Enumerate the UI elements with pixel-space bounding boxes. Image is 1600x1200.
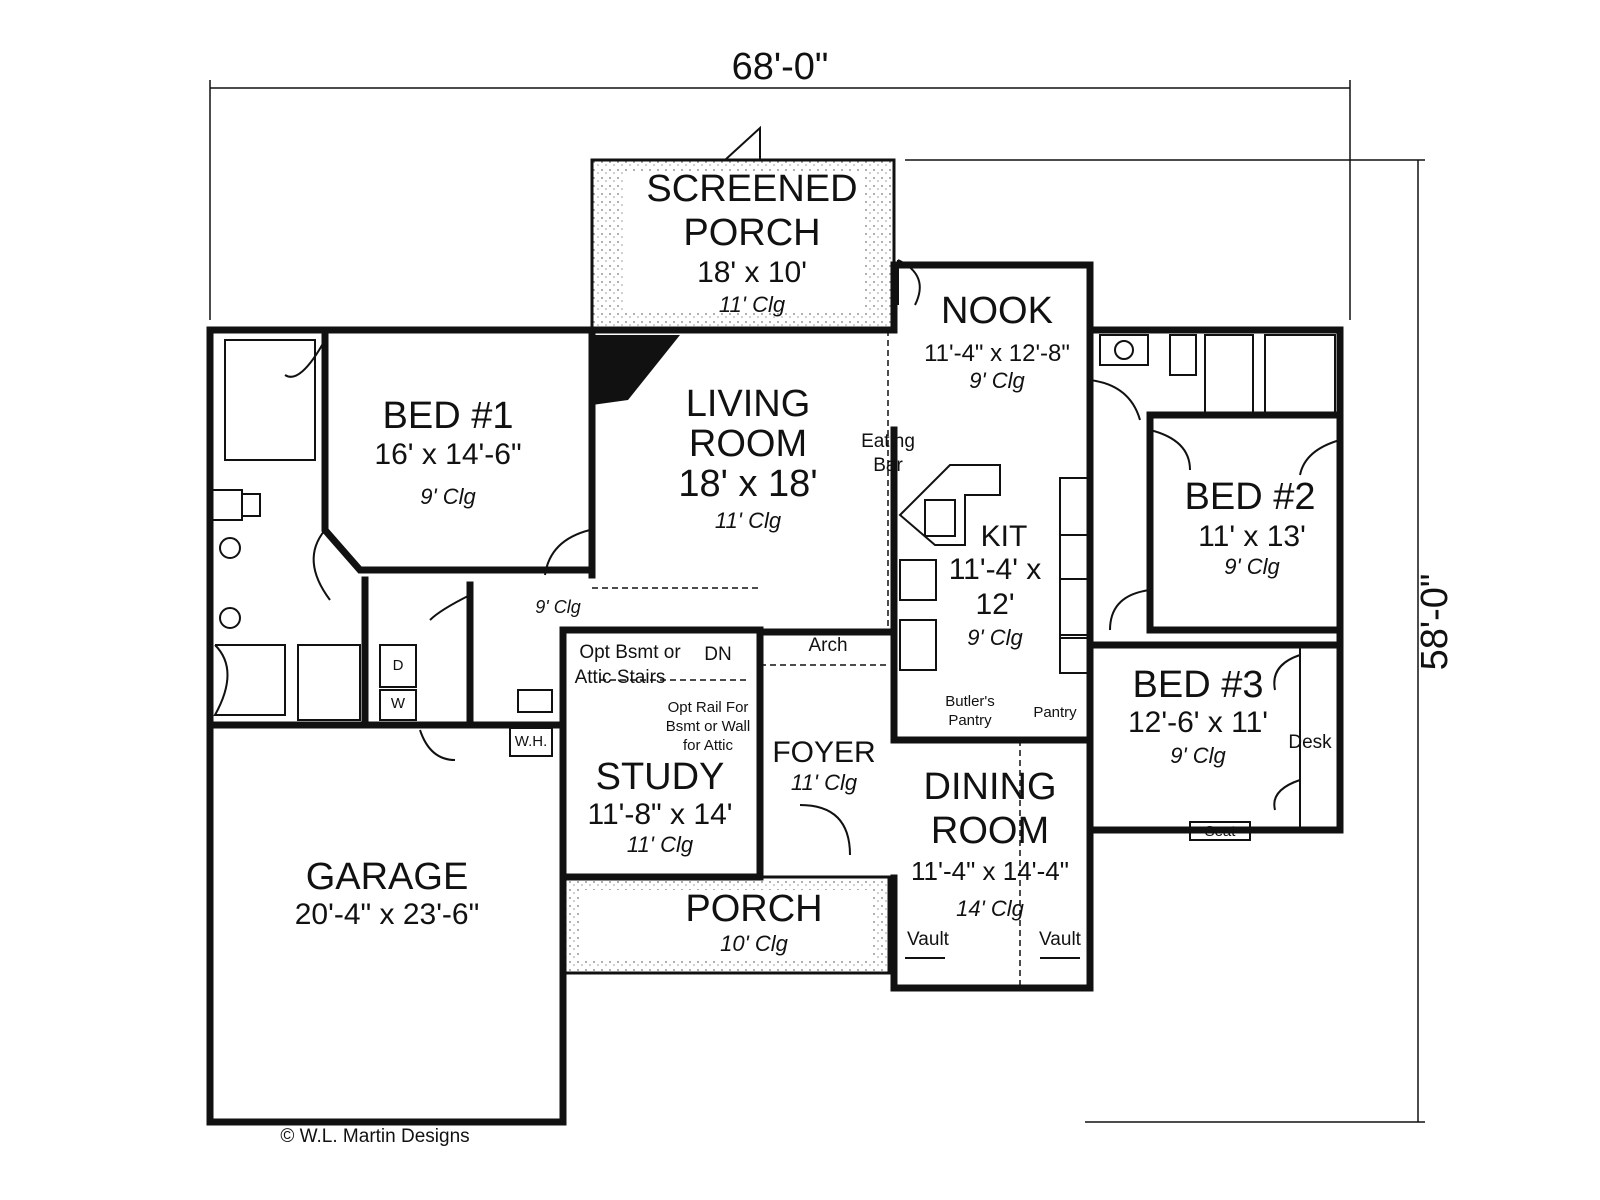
foyer-ceiling: 11' Clg	[790, 770, 858, 795]
screened-porch-name: SCREENED	[646, 168, 858, 210]
bed3-size: 12'-6' x 11'	[1127, 706, 1269, 739]
bed1-name: BED #1	[382, 395, 514, 437]
study-ceiling: 11' Clg	[626, 832, 694, 857]
study-name: STUDY	[595, 756, 725, 798]
porch-ceiling: 10' Clg	[720, 931, 788, 956]
openings	[592, 330, 1021, 985]
living-name2: ROOM	[688, 423, 808, 465]
dining-name2: ROOM	[930, 810, 1050, 852]
down-label: DN	[704, 644, 732, 665]
pantry-label: Pantry	[1033, 704, 1077, 721]
depth-dimension-line	[905, 159, 1425, 1123]
dining-size: 11'-4" x 14'-4"	[911, 856, 1069, 886]
nook-size: 11'-4" x 12'-8"	[924, 340, 1070, 367]
rail-label2: Bsmt or Wall	[665, 718, 751, 735]
nook-ceiling: 9' Clg	[969, 368, 1025, 393]
dining-ceiling: 14' Clg	[956, 896, 1024, 921]
kitchen-size: 11'-4' x	[948, 553, 1042, 586]
arch-label: Arch	[808, 635, 848, 656]
living-ceiling: 11' Clg	[714, 508, 782, 533]
butlers-pantry-label: Butler's	[945, 693, 995, 710]
dining-name: DINING	[923, 766, 1057, 808]
seat-label: Seat	[1204, 823, 1236, 840]
dryer-label: D	[392, 657, 404, 674]
kitchen-name: KIT	[980, 520, 1028, 553]
bed1-ceiling: 9' Clg	[420, 484, 476, 509]
nook-name: NOOK	[941, 290, 1053, 332]
screened-porch-size: 18' x 10'	[697, 256, 807, 289]
bed2-name: BED #2	[1184, 476, 1316, 518]
foyer-name: FOYER	[772, 736, 876, 769]
living-size: 18' x 18'	[678, 463, 818, 505]
kitchen-size2: 12'	[975, 588, 1015, 621]
living-name: LIVING	[685, 383, 811, 425]
hall-ceiling: 9' Clg	[535, 597, 581, 617]
bed3-ceiling: 9' Clg	[1170, 743, 1226, 768]
kitchen-ceiling: 9' Clg	[967, 625, 1023, 650]
bed1-size: 16' x 14'-6"	[374, 438, 522, 471]
bed2-size: 11' x 13'	[1198, 520, 1306, 553]
washer-label: W	[390, 695, 406, 712]
fireplace	[592, 335, 680, 405]
desk-label: Desk	[1288, 732, 1332, 753]
eating-bar-label: Eating	[861, 431, 915, 452]
vault-right-label: Vault	[1039, 929, 1081, 950]
door-swings	[284, 339, 1341, 856]
width-dimension-line	[209, 80, 1351, 320]
rail-label3: for Attic	[682, 737, 734, 754]
butlers-pantry-label2: Pantry	[948, 712, 992, 729]
width-dimension: 68'-0"	[731, 46, 829, 88]
eating-bar-label2: Bar	[873, 455, 903, 476]
vault-left-label: Vault	[907, 929, 949, 950]
screened-porch-ceiling: 11' Clg	[718, 292, 786, 317]
rail-label: Opt Rail For	[667, 699, 749, 716]
stairs-label: Opt Bsmt or	[579, 642, 681, 663]
stairs-label2: Attic Stairs	[574, 667, 666, 688]
bed2-ceiling: 9' Clg	[1224, 554, 1280, 579]
depth-dimension: 58'-0"	[1414, 573, 1456, 671]
interior-walls	[206, 326, 1344, 881]
water-heater-label: W.H.	[514, 733, 548, 750]
copyright: © W.L. Martin Designs	[280, 1126, 470, 1147]
garage-size: 20'-4" x 23'-6"	[294, 898, 480, 931]
garage-name: GARAGE	[305, 856, 469, 898]
screened-porch-name2: PORCH	[683, 212, 821, 254]
porch-name: PORCH	[685, 888, 823, 930]
fixtures	[211, 334, 1341, 841]
bed3-name: BED #3	[1132, 664, 1264, 706]
study-size: 11'-8" x 14'	[587, 798, 733, 831]
